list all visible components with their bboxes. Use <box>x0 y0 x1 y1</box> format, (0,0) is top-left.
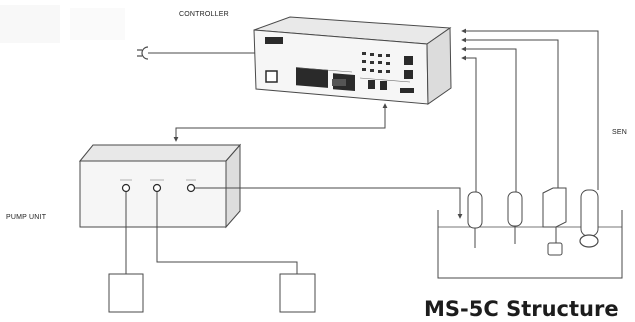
background-watermark <box>0 5 125 43</box>
reservoir-bottle-right <box>279 273 316 313</box>
pump-port-out <box>186 179 196 193</box>
controller-knob-lower <box>404 70 413 79</box>
sensor-probe-2 <box>507 191 523 244</box>
controller-selector-mid <box>332 79 346 86</box>
controller-label: CONTROLLER <box>179 11 229 18</box>
controller-knob-upper <box>404 56 413 65</box>
sensor-cables <box>461 28 599 192</box>
plug-icon <box>137 46 149 60</box>
diagram-title: MS-5C Structure <box>424 297 619 321</box>
reservoir-bottle-left <box>108 273 144 313</box>
power-cord <box>137 46 255 60</box>
controller-device <box>253 16 452 105</box>
sensor-probe-1 <box>467 191 483 248</box>
sensor-probe-3 <box>542 187 567 256</box>
controller-nameplate <box>400 88 414 93</box>
sensor-probe-4 <box>579 189 599 248</box>
pump-tubes <box>125 187 463 274</box>
controller-port-a <box>368 80 375 89</box>
controller-port-b <box>380 81 387 90</box>
controller-power-switch <box>265 70 278 83</box>
sensor-label-partial: SEN <box>612 129 627 136</box>
pump-port-drain <box>120 179 132 193</box>
pump-port-standard <box>150 179 164 193</box>
controller-selector-left <box>300 76 314 85</box>
pump-unit-label: PUMP UNIT <box>6 214 47 221</box>
controller-pump-link <box>173 103 388 142</box>
pump-unit <box>78 143 242 229</box>
controller-indicator-grid <box>362 52 390 73</box>
controller-brand-label <box>265 37 283 44</box>
